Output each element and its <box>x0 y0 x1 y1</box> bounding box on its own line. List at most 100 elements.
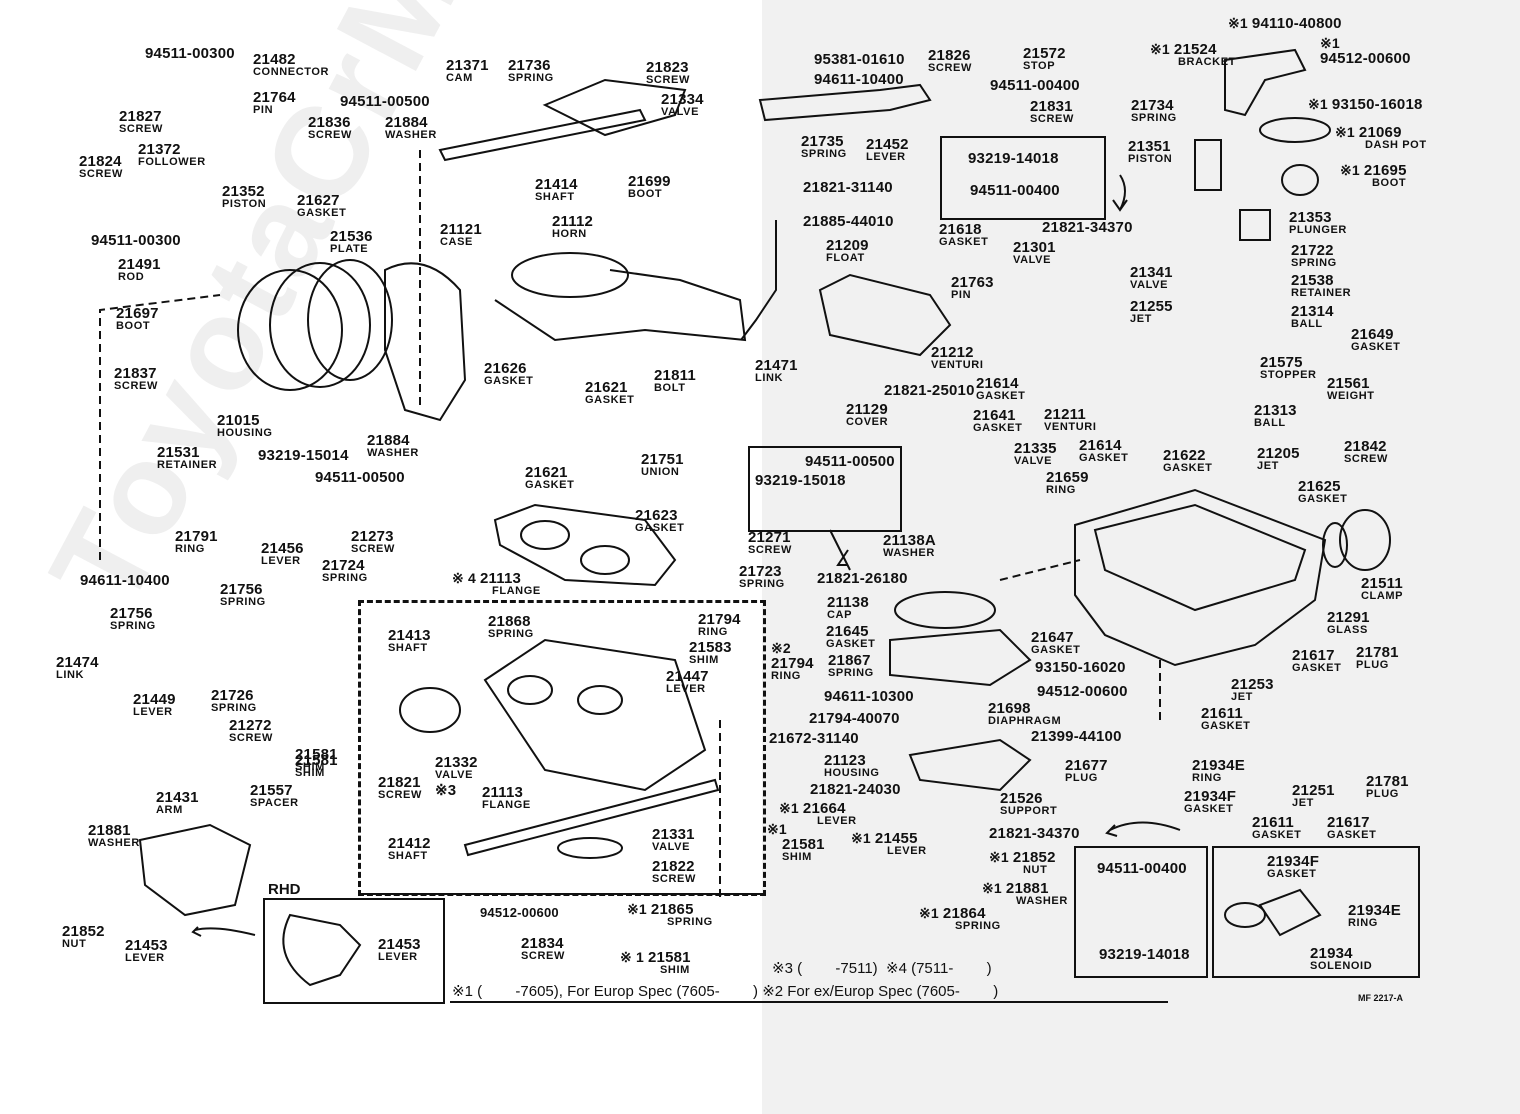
part-label[interactable]: 94512-00600 <box>1037 683 1128 700</box>
part-label[interactable]: 94511-00500 <box>805 453 895 470</box>
part-label[interactable]: 21821-34370 <box>989 825 1080 842</box>
part-label[interactable]: 95381-01610 <box>814 51 905 68</box>
part-label[interactable]: 94511-00300 <box>145 45 235 62</box>
part-label[interactable]: 21821-24030 <box>810 781 901 798</box>
part-label[interactable]: 21821-25010 <box>884 382 975 399</box>
part-label[interactable]: 94611-10400 <box>814 71 904 88</box>
part-label[interactable]: 21821-31140 <box>803 179 893 196</box>
part-label[interactable]: 21794-40070 <box>809 710 900 727</box>
part-label[interactable]: 21821-26180 <box>817 570 908 587</box>
part-label[interactable]: 93219-14018 <box>968 150 1059 167</box>
part-label[interactable]: 94511-00300 <box>91 232 181 249</box>
part-label[interactable]: 94511-00500 <box>340 93 430 110</box>
part-label[interactable]: 21399-44100 <box>1031 728 1122 745</box>
part-label[interactable]: 21821-34370 <box>1042 219 1133 236</box>
part-label[interactable]: 93219-15014 <box>258 447 349 464</box>
part-label[interactable]: 93219-15018 <box>755 472 846 489</box>
